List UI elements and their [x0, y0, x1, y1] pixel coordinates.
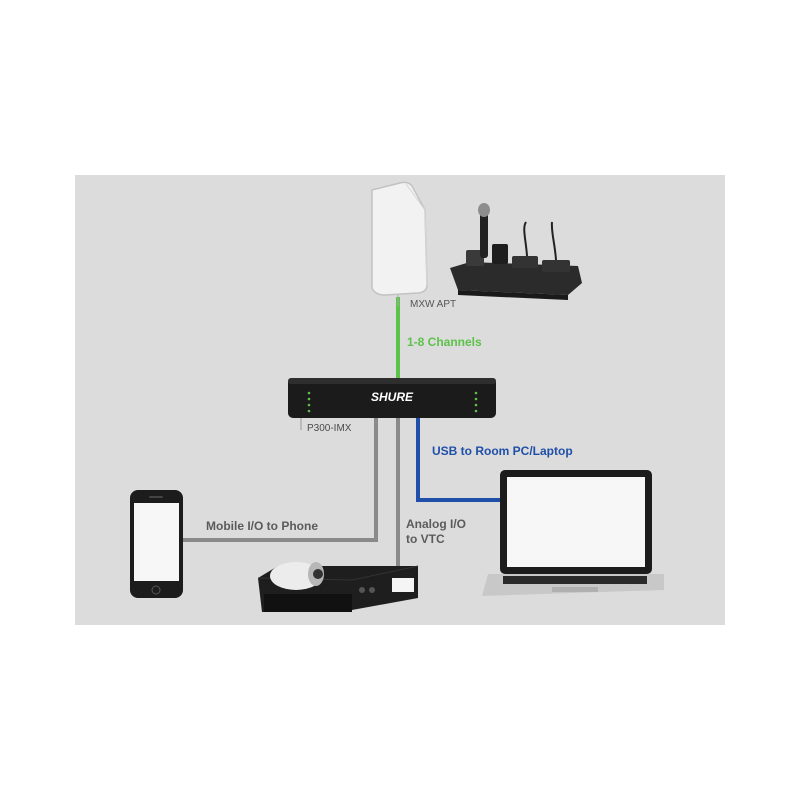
- usb-link-line: [416, 418, 500, 502]
- usb-label: USB to Room PC/Laptop: [432, 444, 573, 458]
- camera-codec-icon: [257, 562, 419, 612]
- analog-label-line1: Analog I/O: [406, 517, 466, 531]
- shure-logo: SHURE: [371, 390, 414, 404]
- phone-icon: [130, 490, 183, 598]
- microphone-charger-icon: [450, 203, 582, 300]
- mobile-link-line: [183, 418, 378, 542]
- laptop-icon: [482, 470, 664, 596]
- channels-label: 1-8 Channels: [407, 335, 482, 349]
- processor-icon: [288, 378, 496, 430]
- mxw-apt-label: MXW APT: [410, 299, 457, 310]
- access-point-icon: [371, 181, 428, 306]
- analog-label-line2: to VTC: [406, 532, 445, 546]
- mobile-label: Mobile I/O to Phone: [206, 519, 318, 533]
- p300-label: P300-IMX: [307, 423, 352, 434]
